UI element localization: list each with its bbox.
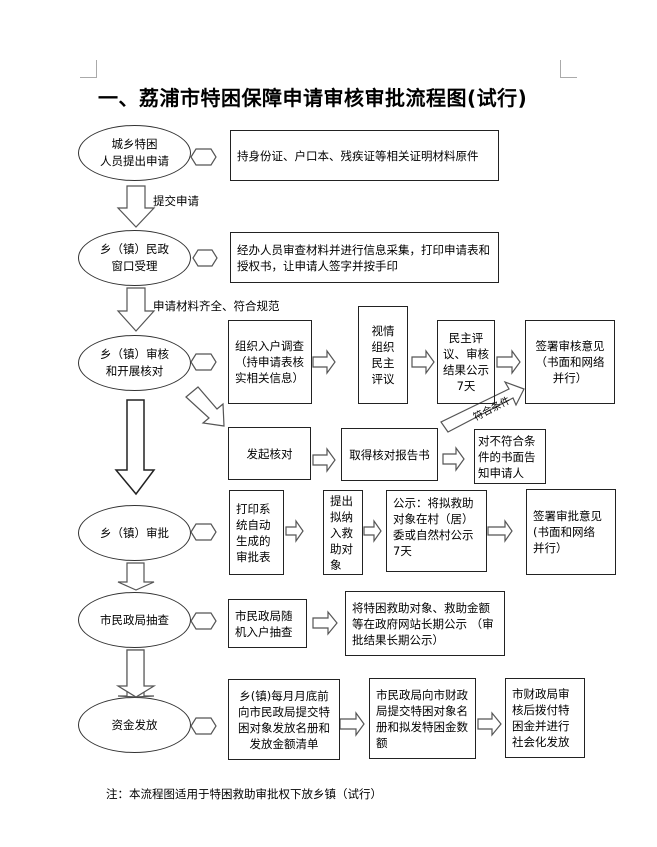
down-arrow <box>115 649 157 698</box>
stage-accept: 乡（镇）民政 窗口受理 <box>78 230 191 286</box>
right-arrow <box>285 519 304 543</box>
hexagon-connector <box>190 148 217 166</box>
box-disburse-funds: 市财政局审核后拨付特困金并进行社会化发放 <box>505 678 585 758</box>
stage-review: 乡（镇）审核 和开展核对 <box>78 335 191 391</box>
corner-mark <box>560 60 561 77</box>
box-home-survey: 组织入户调查（持申请表核实相关信息） <box>228 320 312 404</box>
hexagon-connector <box>192 249 218 267</box>
box-website-publicity: 将特困救助对象、救助金额等在政府网站长期公示 （审批结果长期公示） <box>345 591 505 656</box>
right-arrow <box>496 349 521 375</box>
footnote: 注：本流程图适用于特困救助审批权下放乡镇（试行） <box>106 787 382 801</box>
corner-mark <box>80 77 97 78</box>
hexagon-connector <box>190 353 217 371</box>
hexagon-connector <box>190 717 217 735</box>
stage-approve: 乡（镇）审批 <box>78 505 191 561</box>
arrow-label-submit: 提交申请 <box>153 194 199 208</box>
box-check-report: 取得核对报告书 <box>341 428 438 481</box>
box-democratic-review: 视情 组织 民主 评议 <box>358 306 408 404</box>
box-submit-finance: 市民政局向市财政局提交特困对象名册和拟发特困金数额 <box>369 678 476 759</box>
right-arrow <box>339 711 365 737</box>
box-start-check: 发起核对 <box>228 427 311 480</box>
box-notify-rejection: 对不符合条件的书面告知申请人 <box>474 429 546 484</box>
right-arrow <box>477 711 502 737</box>
stage-apply: 城乡特困 人员提出申请 <box>78 125 191 181</box>
down-arrow <box>116 185 156 228</box>
box-info-collection: 经办人员审查材料并进行信息采集，打印申请表和授权书，让申请人签字并按手印 <box>230 232 499 283</box>
right-arrow <box>442 446 465 472</box>
down-arrow <box>117 562 155 591</box>
hexagon-connector <box>190 612 217 630</box>
down-arrow <box>116 287 156 332</box>
right-arrow <box>312 610 338 636</box>
corner-mark <box>560 77 577 78</box>
box-random-check: 市民政局随机入户抽查 <box>228 599 307 648</box>
diagonal-arrow <box>185 386 225 427</box>
down-arrow <box>114 399 156 496</box>
hexagon-connector <box>190 523 217 541</box>
box-print-form: 打印系统自动生成的审批表 <box>229 490 284 575</box>
box-materials: 持身份证、户口本、残疾证等相关证明材料原件 <box>230 130 499 181</box>
box-village-publicity: 公示：将拟救助对象在村（居）委或自然村公示 7天 <box>386 490 487 572</box>
right-arrow <box>487 519 513 543</box>
right-arrow <box>312 349 336 375</box>
box-monthly-roster: 乡(镇)每月月底前向市民政局提交特困对象发放名册和发放金额清单 <box>228 679 340 760</box>
right-arrow <box>312 447 336 473</box>
box-publicity: 民主评议、审核结果公示 7天 <box>437 320 495 404</box>
right-arrow <box>363 519 382 543</box>
box-propose-recipient: 提出拟纳入救助对象 <box>323 490 363 575</box>
corner-mark <box>96 60 97 77</box>
arrow-label-complete: 申请材料齐全、符合规范 <box>153 299 280 313</box>
page-title: 一、荔浦市特困保障申请审核审批流程图(试行) <box>98 86 528 110</box>
box-sign-approval: 签署审批意见(书面和网络 并行） <box>526 489 616 575</box>
stage-spot-check: 市民政局抽查 <box>78 592 191 648</box>
box-sign-review: 签署审核意见（书面和网络并行） <box>525 320 615 404</box>
diagonal-arrow <box>440 380 525 433</box>
right-arrow <box>411 349 435 375</box>
